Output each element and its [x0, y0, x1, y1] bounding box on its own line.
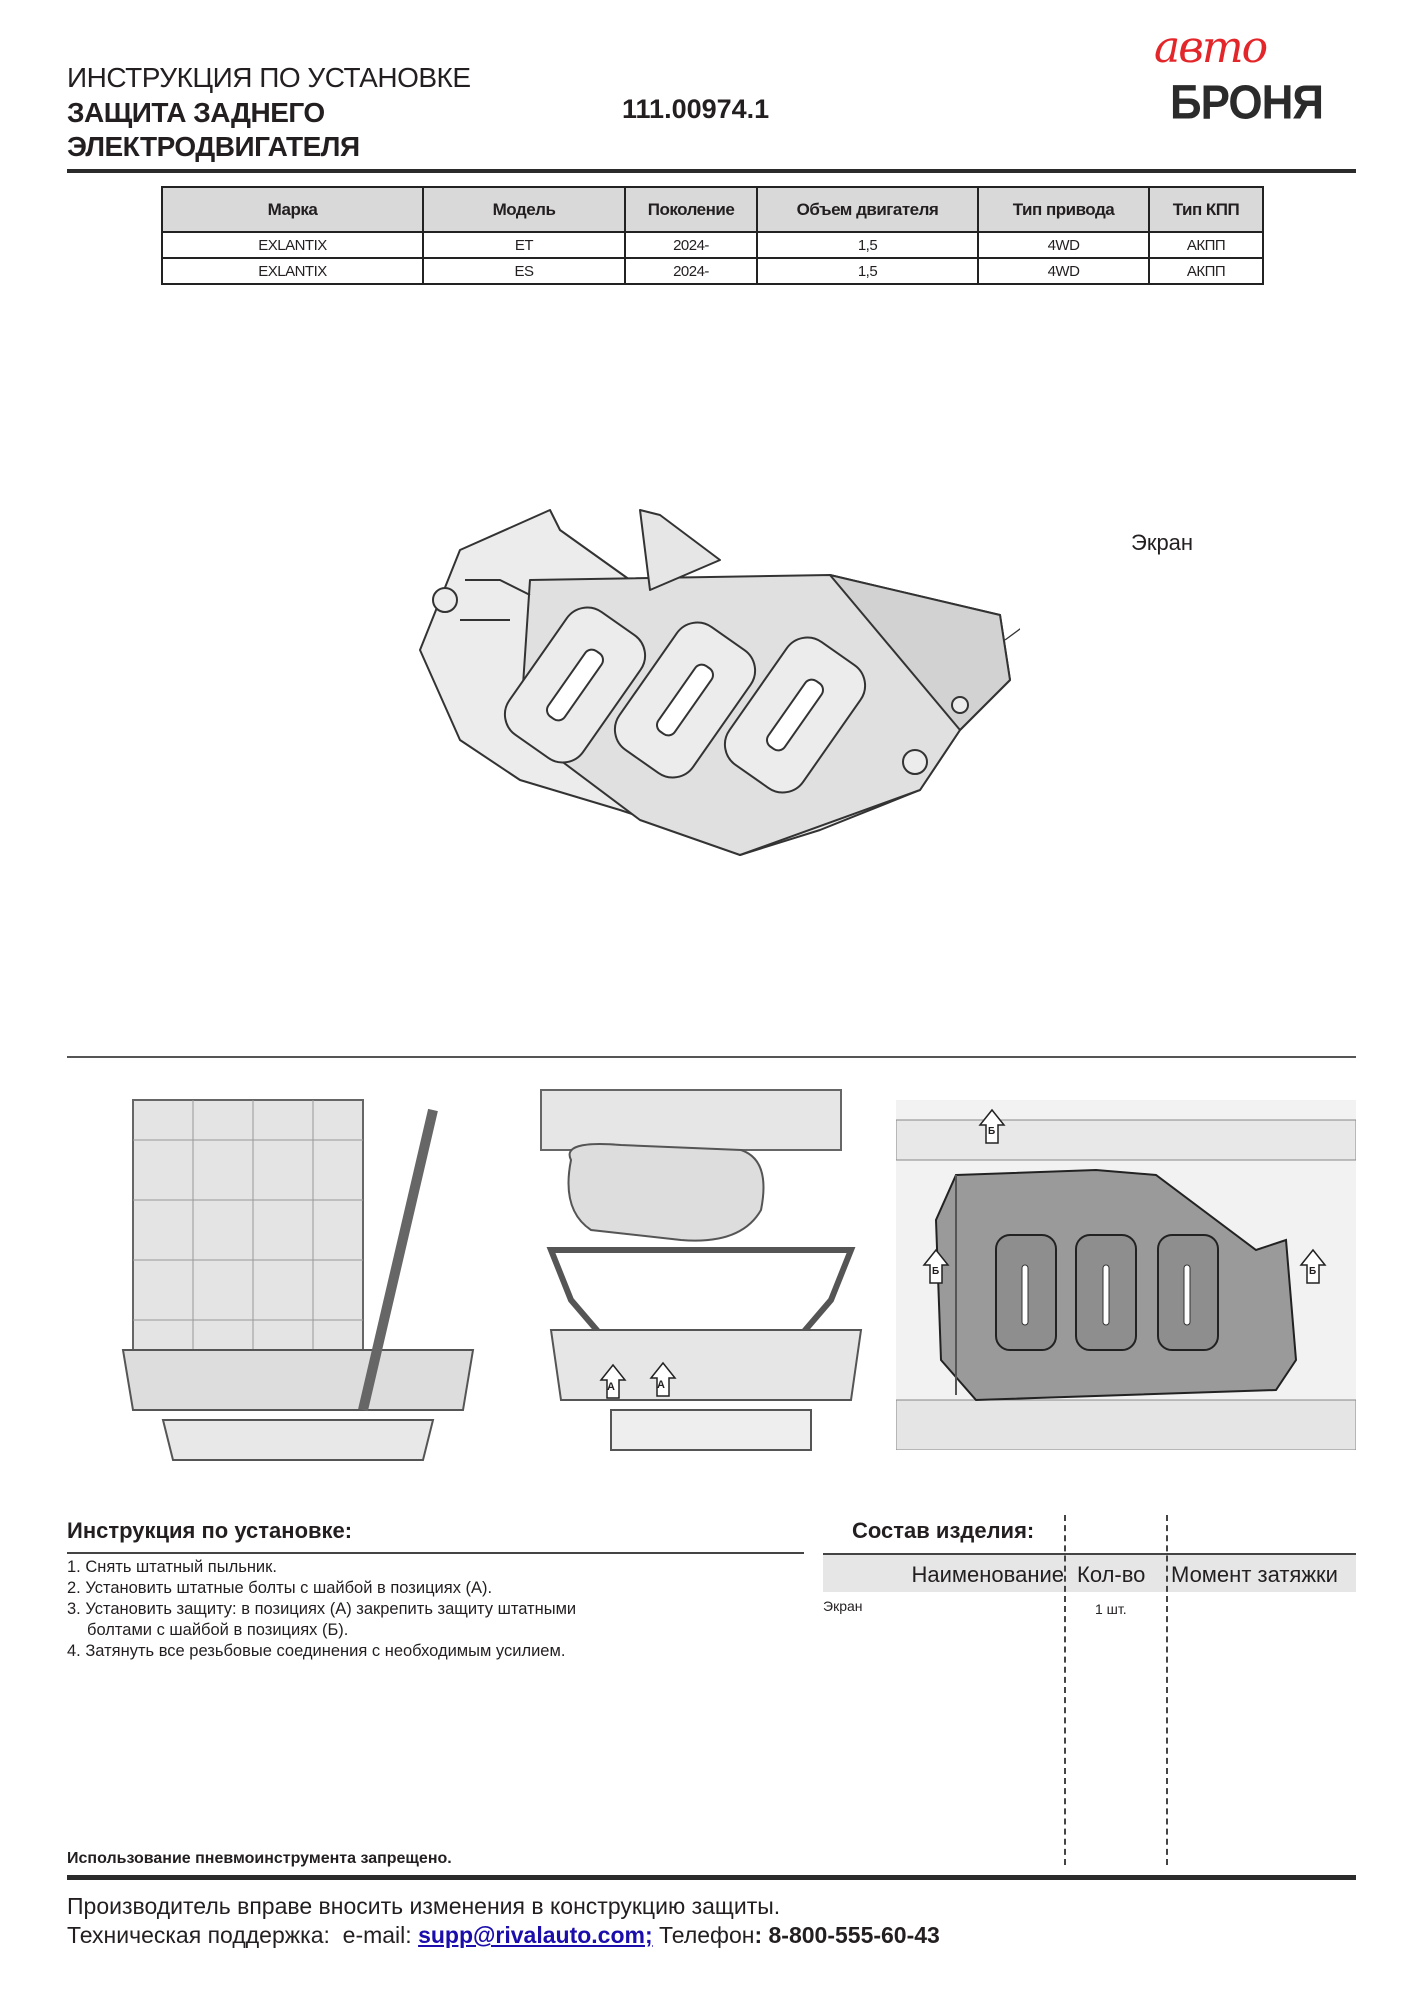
table-row: EXLANTIX ES 2024- 1,5 4WD АКПП: [161, 257, 1264, 285]
doc-title-line2: ЗАЩИТА ЗАДНЕГО: [67, 97, 325, 128]
cell: 1,5: [756, 257, 979, 285]
step: болтами с шайбой в позициях (Б).: [87, 1621, 349, 1639]
section-divider: [67, 1056, 1356, 1058]
phone-label: Телефон: [652, 1922, 755, 1948]
composition-header: Наименование Кол-во Момент затяжки: [823, 1553, 1356, 1592]
part-label-screen: Экран: [1131, 530, 1194, 555]
part-number: 111.00974.1: [622, 94, 770, 124]
instructions-list: 1. Снять штатный пыльник. 2. Установить …: [67, 1557, 576, 1662]
col-header: Объем двигателя: [756, 186, 979, 233]
column-divider: [1064, 1515, 1066, 1865]
footer-divider: [67, 1875, 1356, 1880]
cell: EXLANTIX: [161, 257, 424, 285]
pneumatic-tool-warning: Использование пневмоинструмента запрещен…: [67, 1850, 452, 1867]
support-label: Техническая поддержка: e-mail:: [67, 1922, 419, 1948]
col-header: Модель: [422, 186, 626, 233]
brand-logo: авто БРОНЯ: [1150, 22, 1350, 130]
step: 2. Установить штатные болты с шайбой в п…: [67, 1579, 493, 1597]
underbody-photo-positions-a: [540, 1089, 863, 1451]
cell: ES: [422, 257, 626, 285]
underbody-photo-installed: [896, 1100, 1356, 1450]
instructions-title: Инструкция по установке:: [67, 1518, 353, 1543]
col-torque: Момент затяжки: [1171, 1562, 1338, 1587]
cell: ET: [422, 231, 626, 259]
support-phone: : 8-800-555-60-43: [754, 1922, 940, 1948]
column-divider: [1166, 1515, 1168, 1865]
cell: 1,5: [756, 231, 979, 259]
cell: АКПП: [1148, 257, 1264, 285]
doc-title-line3: ЭЛЕКТРОДВИГАТЕЛЯ: [67, 131, 360, 162]
label-a-2: А: [657, 1379, 665, 1391]
composition-item-qty: 1 шт.: [1095, 1601, 1127, 1617]
support-email-link[interactable]: supp@rivalauto.com;: [418, 1922, 653, 1948]
composition-item-name: Экран: [823, 1598, 863, 1614]
label-b-2: Б: [932, 1266, 940, 1277]
logo-wordmark: БРОНЯ: [1170, 75, 1324, 130]
shield-drawing: [419, 509, 1020, 856]
label-b-1: Б: [988, 1126, 996, 1137]
doc-title-line1: ИНСТРУКЦИЯ ПО УСТАНОВКЕ: [67, 62, 471, 93]
table-header-row: Марка Модель Поколение Объем двигателя Т…: [161, 186, 1264, 233]
step: 3. Установить защиту: в позициях (А) зак…: [67, 1600, 577, 1618]
arrow-position-a: [599, 1361, 677, 1399]
footer-support: Техническая поддержка: e-mail: supp@riva…: [67, 1922, 940, 1949]
step: 1. Снять штатный пыльник.: [67, 1558, 277, 1576]
cell: 2024-: [624, 257, 758, 285]
col-qty: Кол-во: [1077, 1562, 1146, 1587]
cell: 4WD: [977, 257, 1150, 285]
composition-title: Состав изделия:: [852, 1518, 1035, 1543]
step: 4. Затянуть все резьбовые соединения с н…: [67, 1642, 566, 1660]
arrow-position-b: [922, 1108, 1327, 1284]
cell: АКПП: [1148, 231, 1264, 259]
logo-script: авто: [1154, 22, 1268, 73]
cell: 2024-: [624, 231, 758, 259]
cell: 4WD: [977, 231, 1150, 259]
col-header: Тип привода: [977, 186, 1150, 233]
label-a-1: А: [607, 1381, 615, 1393]
vehicle-spec-table: Марка Модель Поколение Объем двигателя Т…: [161, 186, 1264, 285]
instructions-divider: [67, 1552, 804, 1554]
cell: EXLANTIX: [161, 231, 424, 259]
table-row: EXLANTIX ET 2024- 1,5 4WD АКПП: [161, 231, 1264, 259]
col-name: Наименование: [911, 1562, 1064, 1587]
col-header: Марка: [161, 186, 424, 233]
header-divider: [67, 169, 1356, 173]
footer-disclaimer: Производитель вправе вносить изменения в…: [67, 1893, 781, 1919]
label-b-3: Б: [1309, 1266, 1317, 1277]
col-header: Тип КПП: [1148, 186, 1264, 233]
col-header: Поколение: [624, 186, 758, 233]
underbody-photo-before: [121, 1099, 475, 1461]
